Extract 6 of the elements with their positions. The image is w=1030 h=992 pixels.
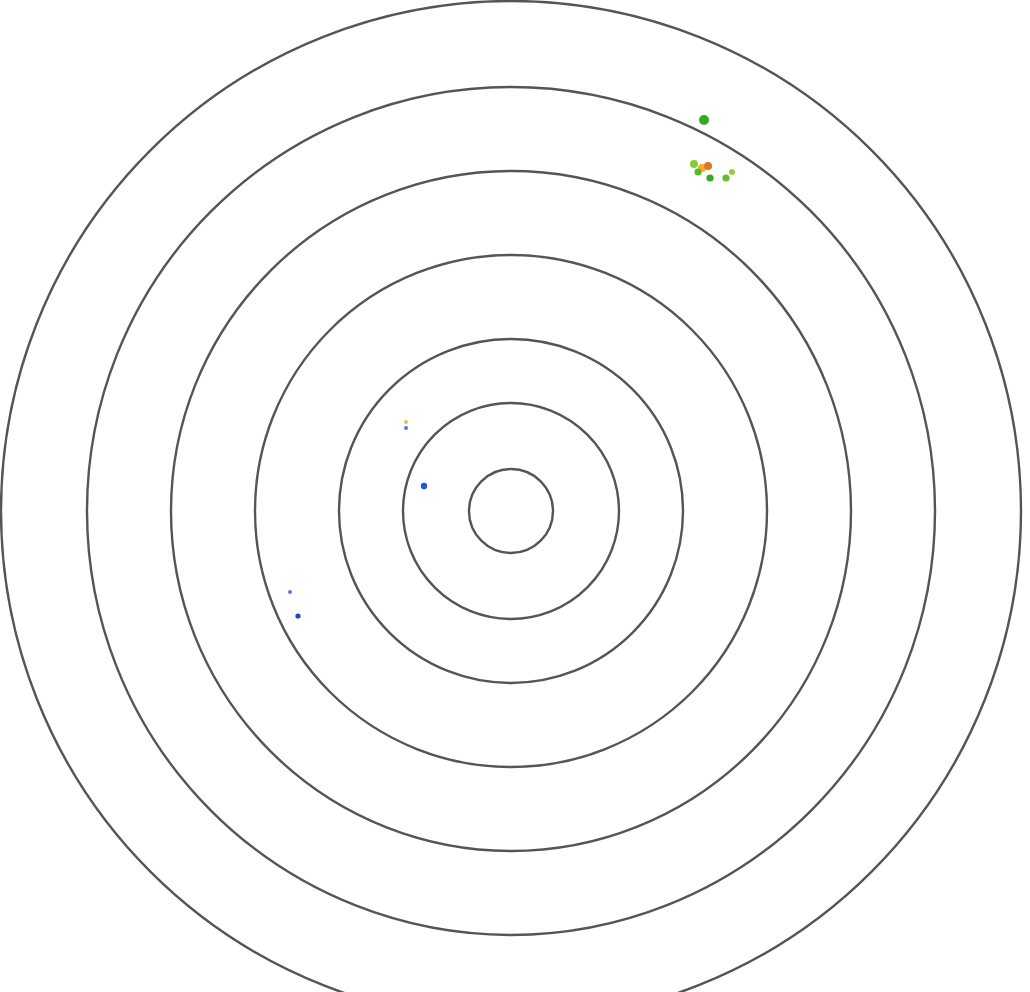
ring-circle: [254, 254, 768, 768]
ring-circle: [86, 86, 936, 936]
ring-circle: [338, 338, 684, 684]
ring-circle: [402, 402, 620, 620]
ring-circle: [170, 170, 852, 852]
ring-circle: [468, 468, 554, 554]
